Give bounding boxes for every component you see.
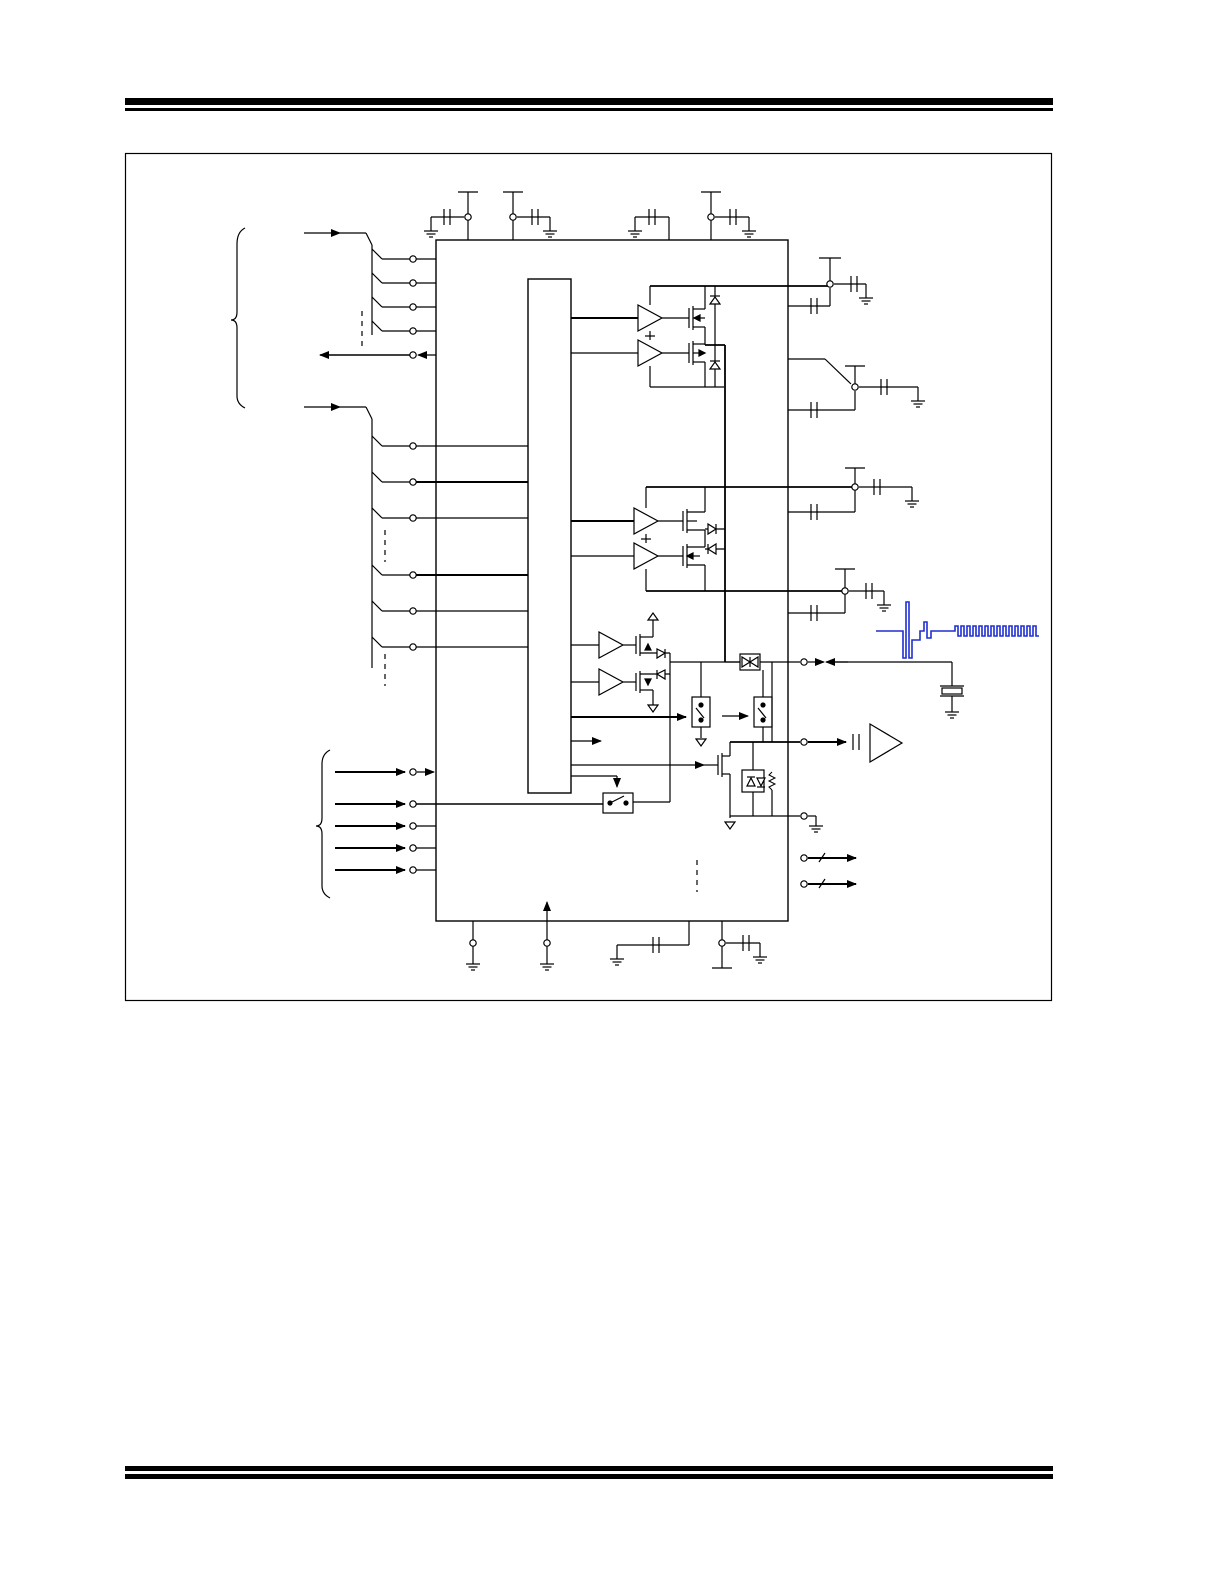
driver-group-3 <box>571 611 740 803</box>
bus-3 <box>335 768 603 874</box>
bottom-pins <box>465 901 768 971</box>
right-pins-1 <box>788 257 926 419</box>
waveform-icon <box>876 601 1039 659</box>
driver-group-2 <box>571 486 855 592</box>
figure-frame <box>124 152 1053 1002</box>
switch-2 <box>722 670 773 742</box>
right-pins-2 <box>788 467 920 622</box>
output-stage <box>571 722 904 833</box>
switch-3 <box>571 775 634 814</box>
ic-outline <box>435 239 789 922</box>
amplifier-icon <box>869 722 904 764</box>
switch-1 <box>571 662 711 748</box>
io-protection <box>725 653 964 742</box>
brace-lower <box>315 749 331 899</box>
header-rule-thin <box>125 108 1053 111</box>
brace-upper <box>230 227 246 409</box>
header-rule-thick <box>125 98 1053 105</box>
footer-rule-thin <box>125 1474 1053 1479</box>
driver-group-1 <box>571 285 830 662</box>
output-buses <box>696 852 857 892</box>
bus-2 <box>304 403 528 686</box>
bus-1 <box>304 229 436 359</box>
crystal-icon <box>941 687 963 695</box>
top-supply-pins <box>423 191 757 240</box>
logic-block <box>527 278 572 794</box>
footer-rule-thick <box>125 1466 1053 1471</box>
